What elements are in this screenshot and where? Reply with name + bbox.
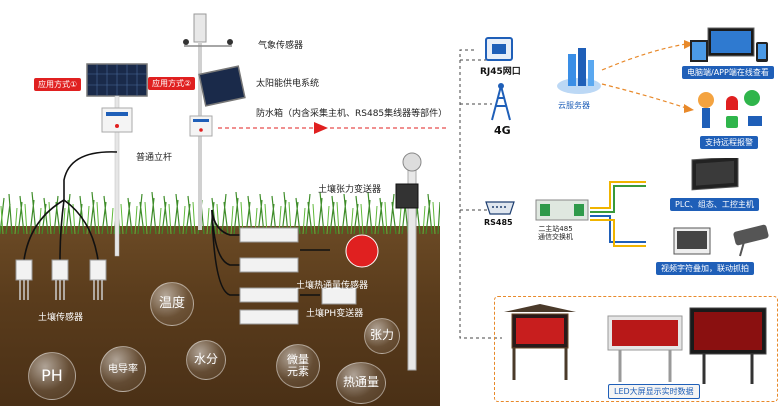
label-rj45: RJ45网口 (480, 67, 521, 77)
grass (0, 191, 440, 234)
bubble-temperature: 温度 (150, 282, 194, 326)
bubble-conductivity: 电导率 (100, 346, 146, 392)
tag-app-mode-1: 应用方式① (34, 78, 82, 91)
red-arrow-icon (314, 122, 328, 134)
rs485-port-icon (485, 201, 515, 215)
bubble-moisture: 水分 (186, 340, 226, 380)
remote-alarm-icons (698, 90, 762, 128)
led-group-frame (494, 296, 778, 402)
tag-pc-app: 电脑端/APP端在线查看 (682, 66, 774, 79)
weather-sensor-icon (193, 13, 207, 43)
pc-app-devices-icon (690, 27, 768, 62)
tension-transmitter-icon (395, 183, 419, 209)
switch-device-icon (535, 199, 589, 221)
pole-1 (114, 95, 120, 257)
label-rs485: RS485 (484, 218, 513, 227)
solar-panel-2-icon (198, 65, 246, 107)
label-heat-flux-sensor: 土壤热通量传感器 (296, 281, 369, 291)
bubble-trace-elements: 微量 元素 (276, 344, 320, 388)
label-4g: 4G (494, 124, 511, 137)
ph-transmitter-icon (321, 287, 357, 305)
cloud-server-icon (557, 48, 601, 94)
bubble-heat-flux: 热通量 (336, 362, 386, 404)
waterproof-box-1-icon (101, 107, 133, 133)
label-weather-sensor: 气象传感器 (258, 41, 304, 51)
label-solar-power: 太阳能供电系统 (256, 79, 320, 89)
led-displays-icon (504, 304, 767, 384)
video-devices-icon (673, 224, 769, 257)
label-pole: 普通立杆 (136, 153, 173, 163)
network-connectors (459, 40, 694, 339)
bubble-ph: PH (28, 352, 76, 400)
link-to-network (218, 122, 448, 134)
label-switch: 二主站485 通信交换机 (538, 225, 573, 241)
tower-4g-icon (491, 83, 511, 121)
station-1 (86, 63, 148, 257)
tag-app-mode-2: 应用方式② (148, 77, 196, 90)
soil-sensor-probes-icon (15, 259, 107, 300)
rj45-port-icon (485, 37, 513, 61)
bubble-tension: 张力 (364, 318, 400, 354)
soil-wiring (15, 151, 422, 371)
label-waterproof-box: 防水箱（内含采集主机、RS485集线器等部件） (256, 109, 448, 119)
label-cloud-server: 云服务器 (558, 101, 590, 110)
label-soil-sensor: 土壤传感器 (38, 313, 84, 323)
tag-led: LED大屏显示实时数据 (608, 384, 700, 399)
layered-sensors-icon (239, 227, 299, 325)
tag-video: 视频字符叠加，联动抓拍 (656, 262, 754, 275)
tag-remote-alarm: 支持远程报警 (700, 136, 758, 149)
station-2 (183, 13, 246, 230)
heat-flux-sensor-icon (345, 234, 379, 268)
tag-plc: PLC、组态、工控主机 (670, 198, 759, 211)
plc-monitor-icon (691, 158, 739, 191)
label-ph-transmitter: 土壤PH变送器 (306, 309, 364, 319)
label-tension-transmitter: 土壤张力变送器 (318, 185, 382, 195)
